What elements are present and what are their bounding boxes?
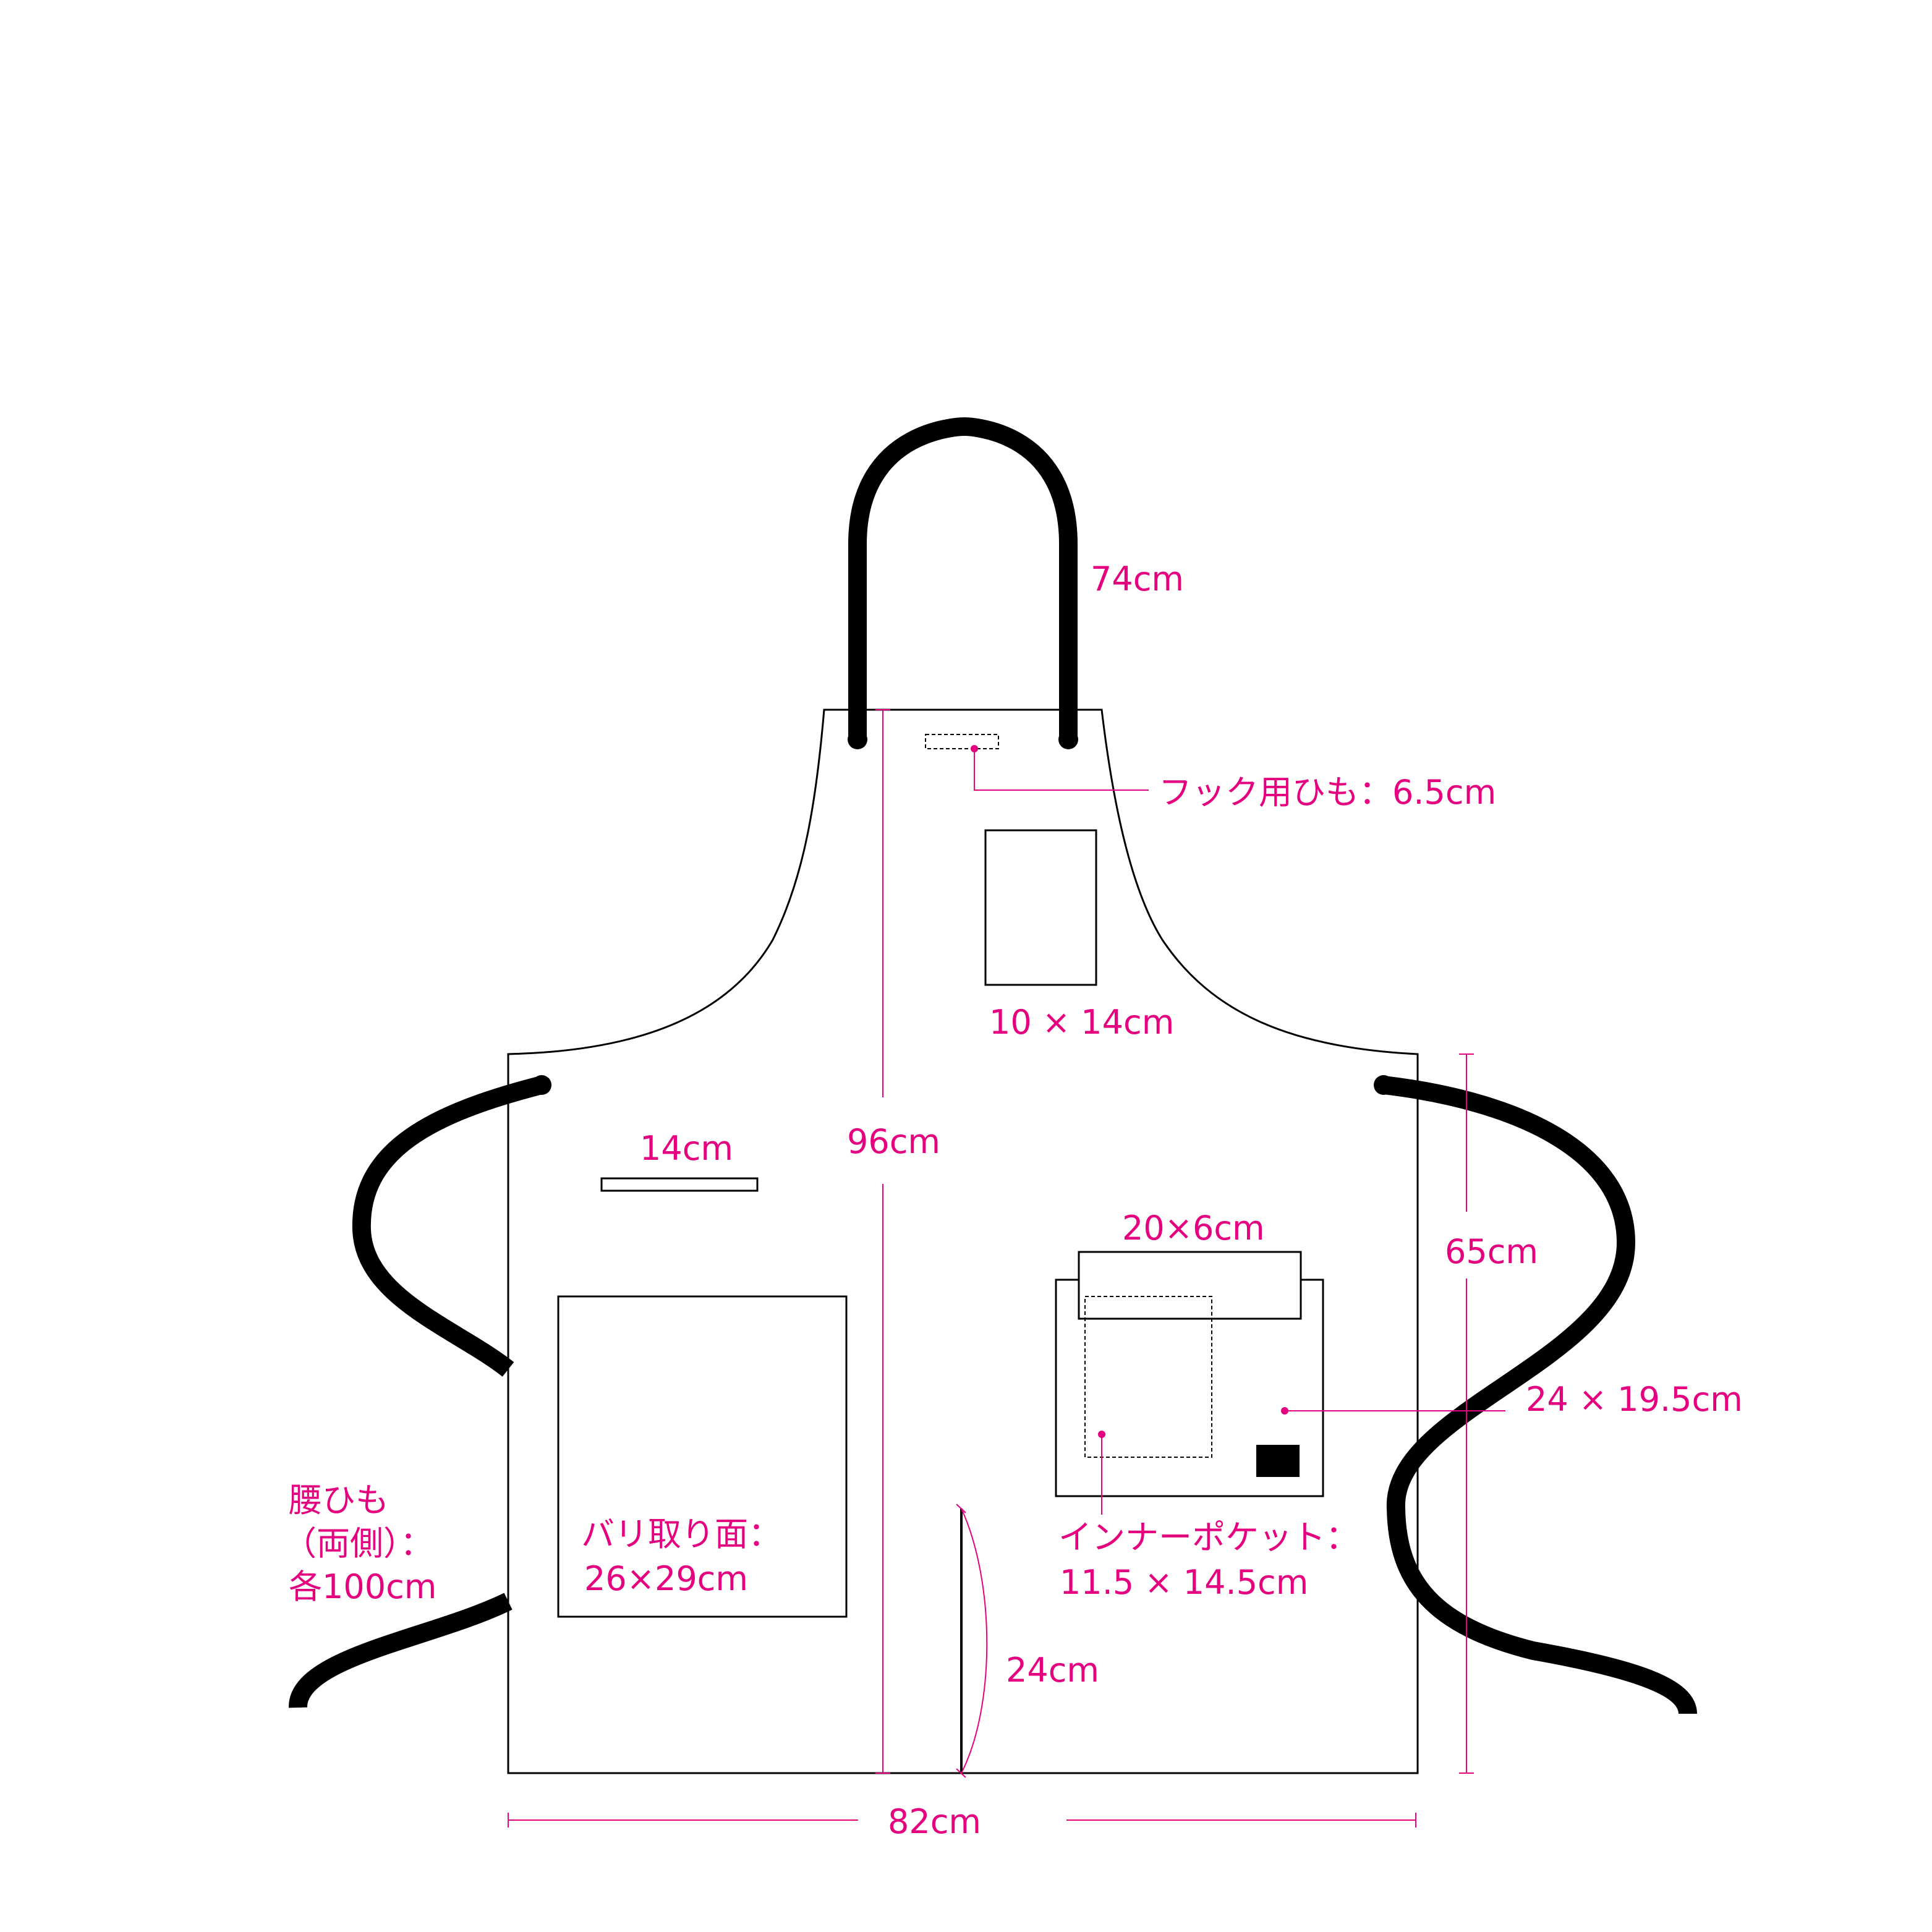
waist-tie-label-line3: 各100cm	[289, 1567, 436, 1606]
hook-strap-leader	[974, 749, 1149, 791]
right-pocket-label: 24 × 19.5cm	[1526, 1380, 1743, 1419]
flap-label: 20×6cm	[1122, 1209, 1265, 1248]
hook-strap-label: フック用ひも：6.5cm	[1159, 773, 1496, 812]
slit-label: 24cm	[1006, 1651, 1099, 1690]
inner-pocket-label-line2: 11.5 × 14.5cm	[1060, 1563, 1308, 1602]
pocket-flap	[1078, 1251, 1302, 1320]
pen-slot	[600, 1177, 759, 1192]
neck-strap-label: 74cm	[1091, 560, 1184, 598]
waist-tie-right-grommet	[1374, 1075, 1394, 1095]
neck-strap	[848, 417, 1078, 739]
pocket-label-patch	[1256, 1445, 1300, 1477]
velcro-label-line2: 26×29cm	[584, 1559, 748, 1598]
neck-strap-grommet-left	[848, 730, 867, 749]
total-length-label: 96cm	[847, 1122, 940, 1161]
slit-dimension-caps	[956, 1504, 966, 1778]
waist-tie-left-end	[288, 1593, 513, 1709]
side-height-label: 65cm	[1445, 1232, 1538, 1271]
width-dimension-caps	[508, 1813, 1416, 1828]
waist-tie-left	[352, 1076, 544, 1377]
waist-tie-right	[1382, 1076, 1697, 1715]
waist-tie-label-line2: （両側）：	[283, 1524, 433, 1563]
pen-slot-label: 14cm	[640, 1129, 733, 1168]
side-height-dimension-caps	[1459, 1053, 1474, 1774]
width-label: 82cm	[888, 1802, 981, 1841]
waist-tie-label-line1: 腰ひも	[289, 1481, 389, 1520]
slit-dimension-arc	[961, 1508, 988, 1774]
inner-pocket-label-line1: インナーポケット：	[1058, 1518, 1359, 1557]
chest-pocket	[984, 829, 1097, 986]
neck-strap-grommet-right	[1058, 730, 1078, 749]
hook-strap	[925, 734, 999, 749]
waist-tie-left-grommet	[532, 1075, 551, 1095]
length-dimension-caps	[875, 709, 890, 1774]
chest-pocket-label: 10 × 14cm	[989, 1003, 1174, 1042]
apron-body-outline	[507, 709, 1419, 1774]
velcro-pocket	[557, 1295, 848, 1618]
inner-pocket	[1084, 1296, 1212, 1458]
velcro-label-line1: バリ取り面：	[581, 1515, 781, 1554]
